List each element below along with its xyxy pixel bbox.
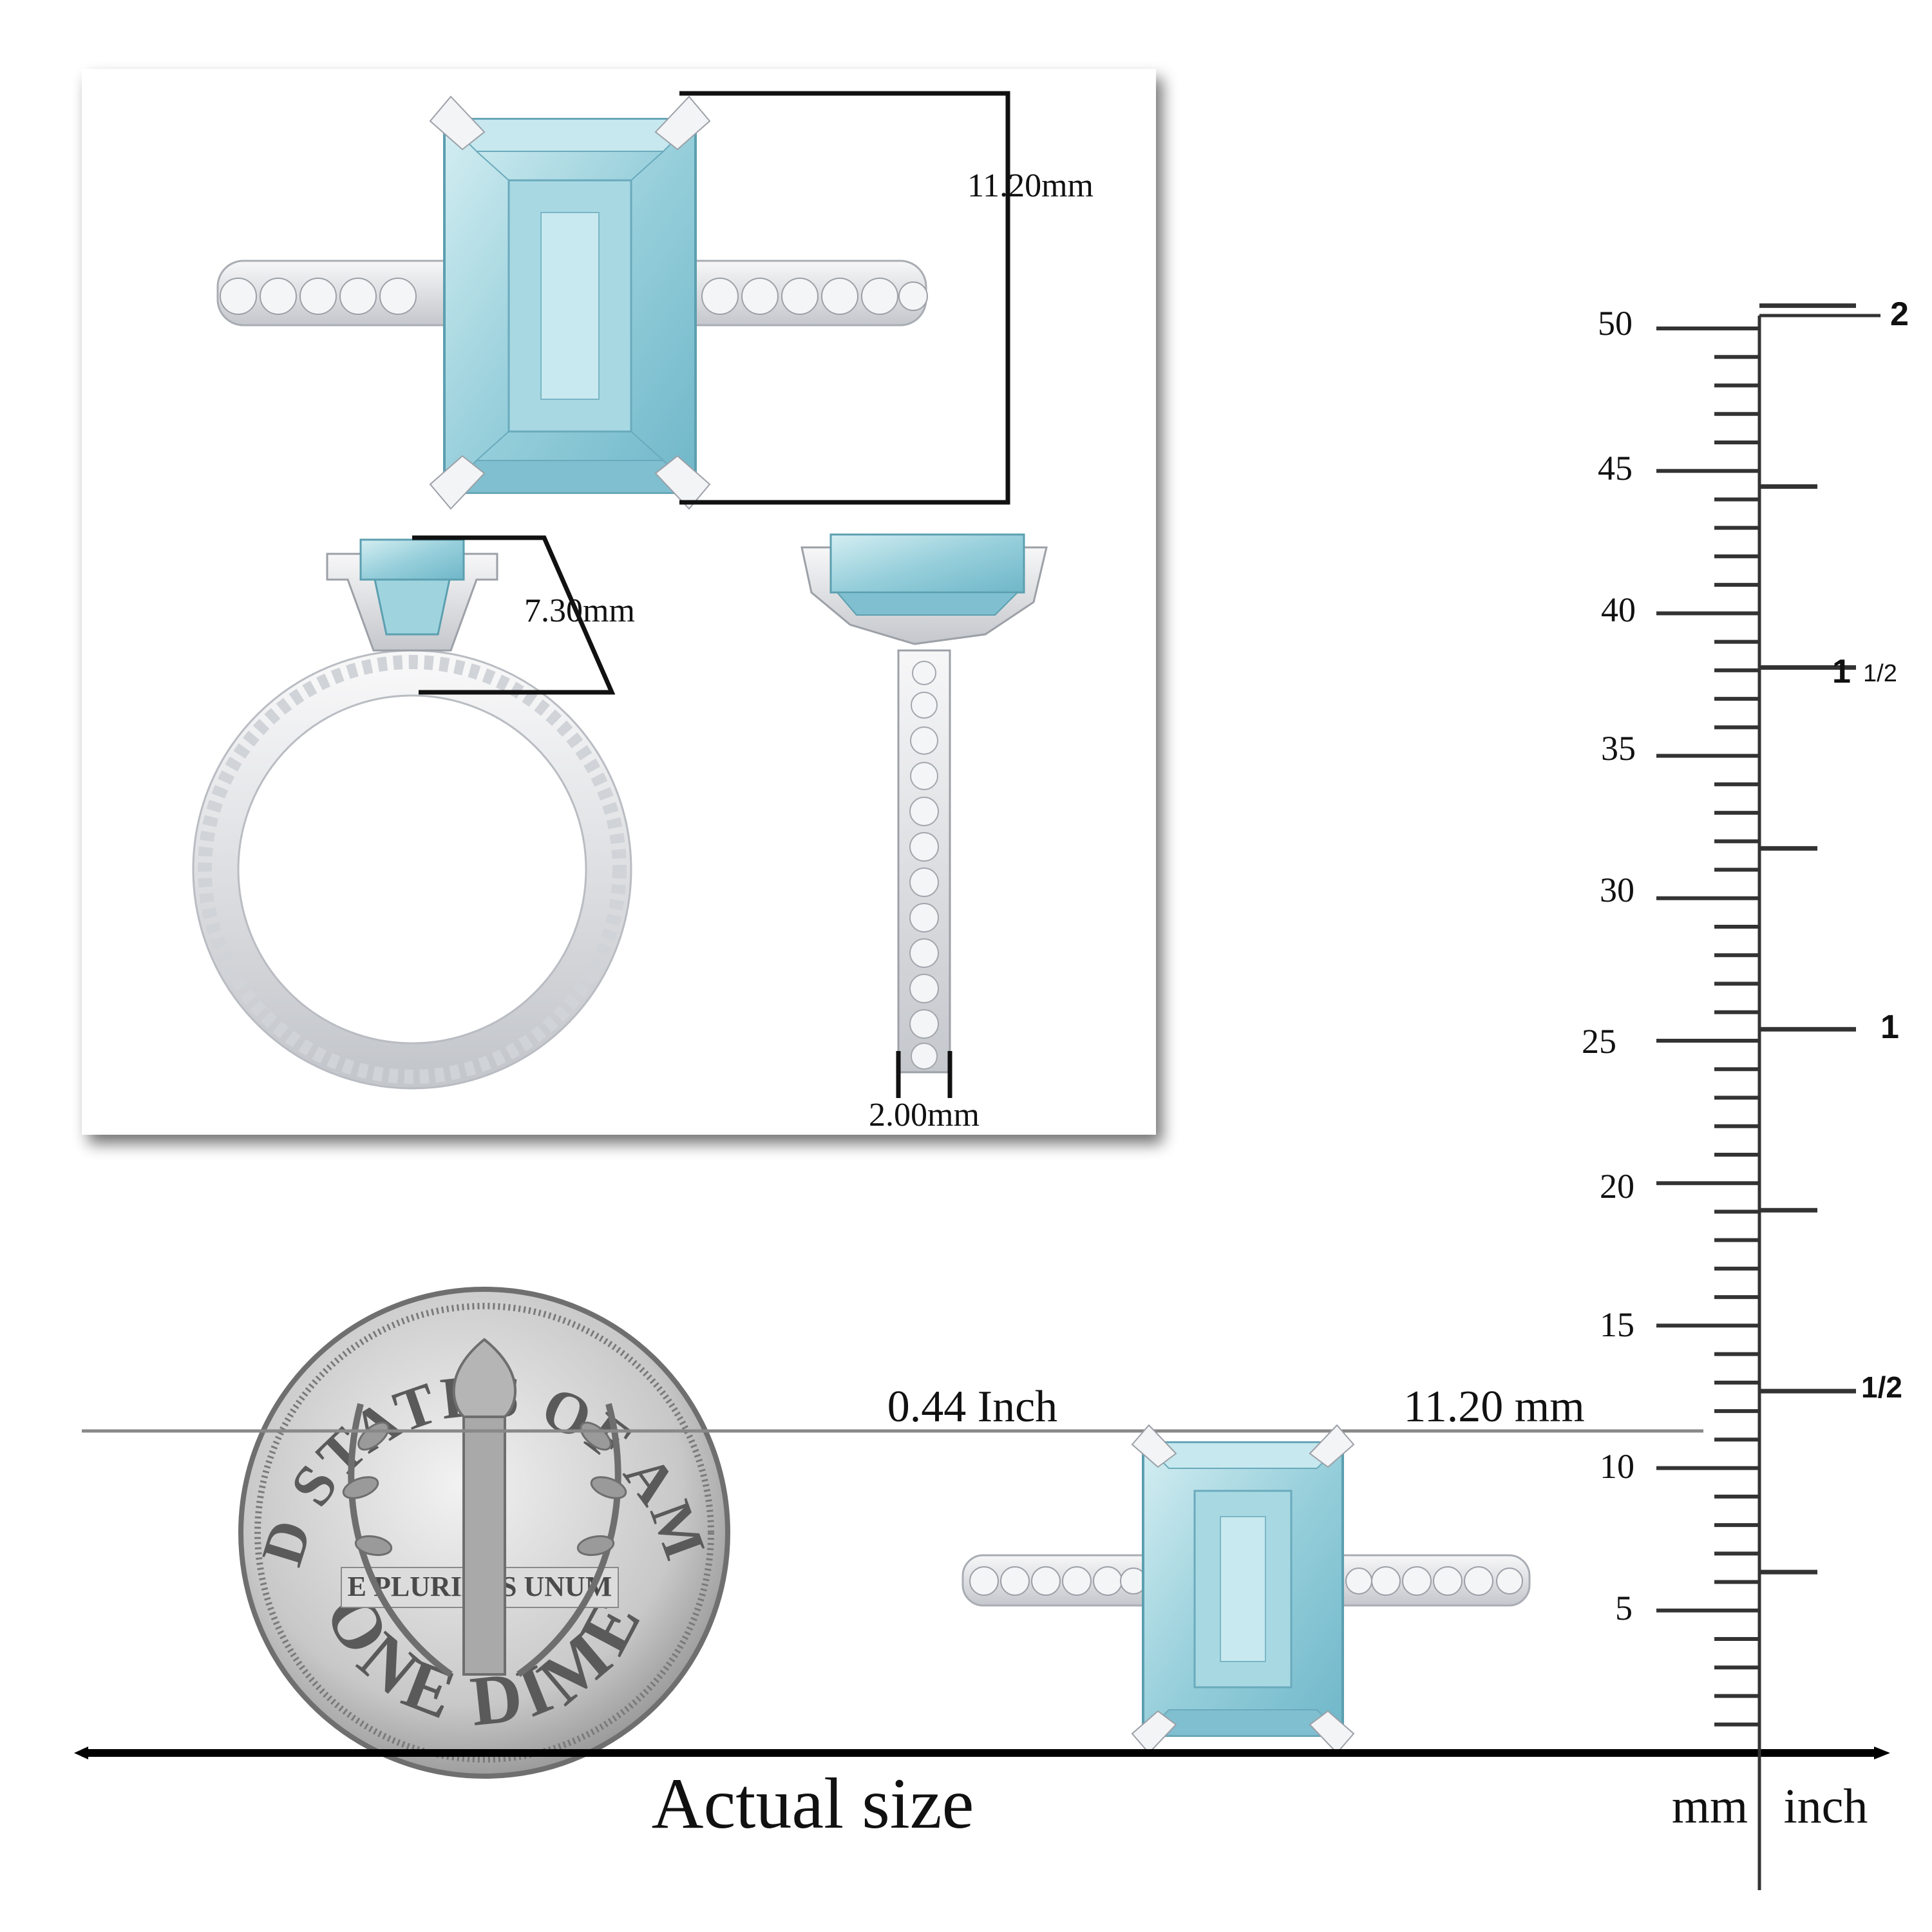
length-dimension-line — [679, 91, 1010, 505]
ring-actual-size-icon — [961, 1424, 1531, 1754]
inch-label-half: 1/2 — [1861, 1370, 1902, 1404]
length-label: 11.20mm — [967, 167, 1094, 204]
ring-profile-view-icon — [800, 533, 1048, 1074]
mm-label-20: 20 — [1600, 1167, 1634, 1206]
ring-side-view-icon — [192, 538, 632, 1090]
mm-label-45: 45 — [1598, 449, 1633, 488]
height-label: 7.30mm — [524, 592, 635, 629]
mm-label-30: 30 — [1600, 871, 1634, 909]
mm-label-25: 25 — [1582, 1022, 1616, 1061]
mm-label-15: 15 — [1600, 1305, 1634, 1344]
band-width-label: 2.00mm — [869, 1097, 980, 1133]
ring-top-view-icon — [216, 95, 928, 510]
height-dimension-line — [412, 535, 616, 695]
inch-label-2: 2 — [1890, 296, 1909, 333]
ruler-unit-inch: inch — [1784, 1779, 1868, 1833]
inch-label-1-half-fraction: 1/2 — [1863, 660, 1897, 687]
mm-label-5: 5 — [1615, 1589, 1633, 1627]
mm-label-50: 50 — [1598, 304, 1633, 343]
actual-size-caption: Actual size — [652, 1764, 974, 1844]
inch-label-1-half-whole: 1 — [1832, 653, 1851, 690]
inch-label-1: 1 — [1880, 1009, 1899, 1046]
mm-label-40: 40 — [1601, 591, 1636, 629]
mm-inch-ruler — [1656, 303, 1880, 1890]
inch-measure-label: 0.44 Inch — [887, 1382, 1057, 1432]
mm-label-10: 10 — [1600, 1447, 1634, 1486]
mm-label-35: 35 — [1601, 729, 1636, 768]
ruler-unit-mm: mm — [1672, 1779, 1748, 1833]
mm-measure-label: 11.20 mm — [1403, 1382, 1584, 1432]
